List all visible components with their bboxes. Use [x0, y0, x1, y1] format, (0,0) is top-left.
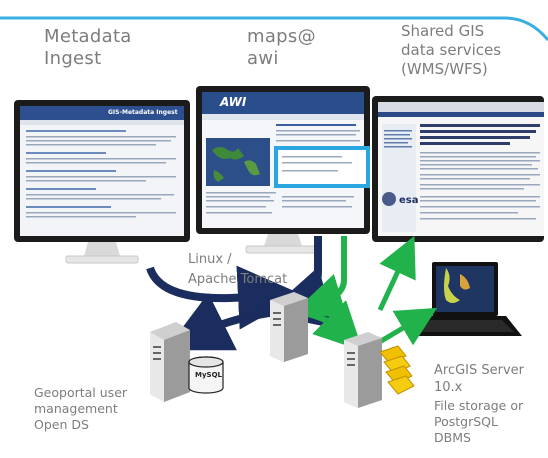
server-geoportal — [150, 322, 190, 402]
shared-gis-label: Shared GIS data services (WMS/WFS) — [401, 22, 502, 78]
arrow-green-arcgis-to-right-monitor — [377, 235, 416, 312]
arrow-green-arcgis-to-laptop — [374, 307, 438, 347]
right-monitor: esa — [372, 96, 544, 242]
middle-screen-logo: AWI — [220, 95, 247, 109]
server-tomcat — [270, 292, 308, 362]
maps-awi-label: maps@ awi — [247, 26, 316, 69]
mysql-label: MySQL — [195, 371, 222, 379]
middle-monitor — [196, 86, 370, 254]
geoportal-user-label: Geoportal user management Open DS — [34, 385, 128, 432]
esa-logo-text: esa — [399, 195, 418, 206]
server-arcgis — [344, 332, 382, 408]
metadata-ingest-label: Metadata Ingest — [44, 26, 132, 69]
left-monitor — [14, 100, 190, 264]
linux-tomcat-label: Linux / Apache Tomcat — [188, 252, 288, 287]
arrow-server-to-mysql — [165, 293, 277, 351]
highlight-box — [274, 146, 370, 188]
left-screen-title: GIS-Metadata Ingest — [108, 109, 178, 116]
mysql-database-icon — [188, 356, 224, 394]
file-stack-icon — [379, 345, 415, 395]
file-storage-label: File storage or PostgrSQL DBMS — [434, 398, 524, 445]
header-arc-line — [0, 16, 548, 41]
arcgis-server-label: ArcGIS Server 10.x — [434, 363, 525, 395]
laptop — [412, 262, 522, 336]
